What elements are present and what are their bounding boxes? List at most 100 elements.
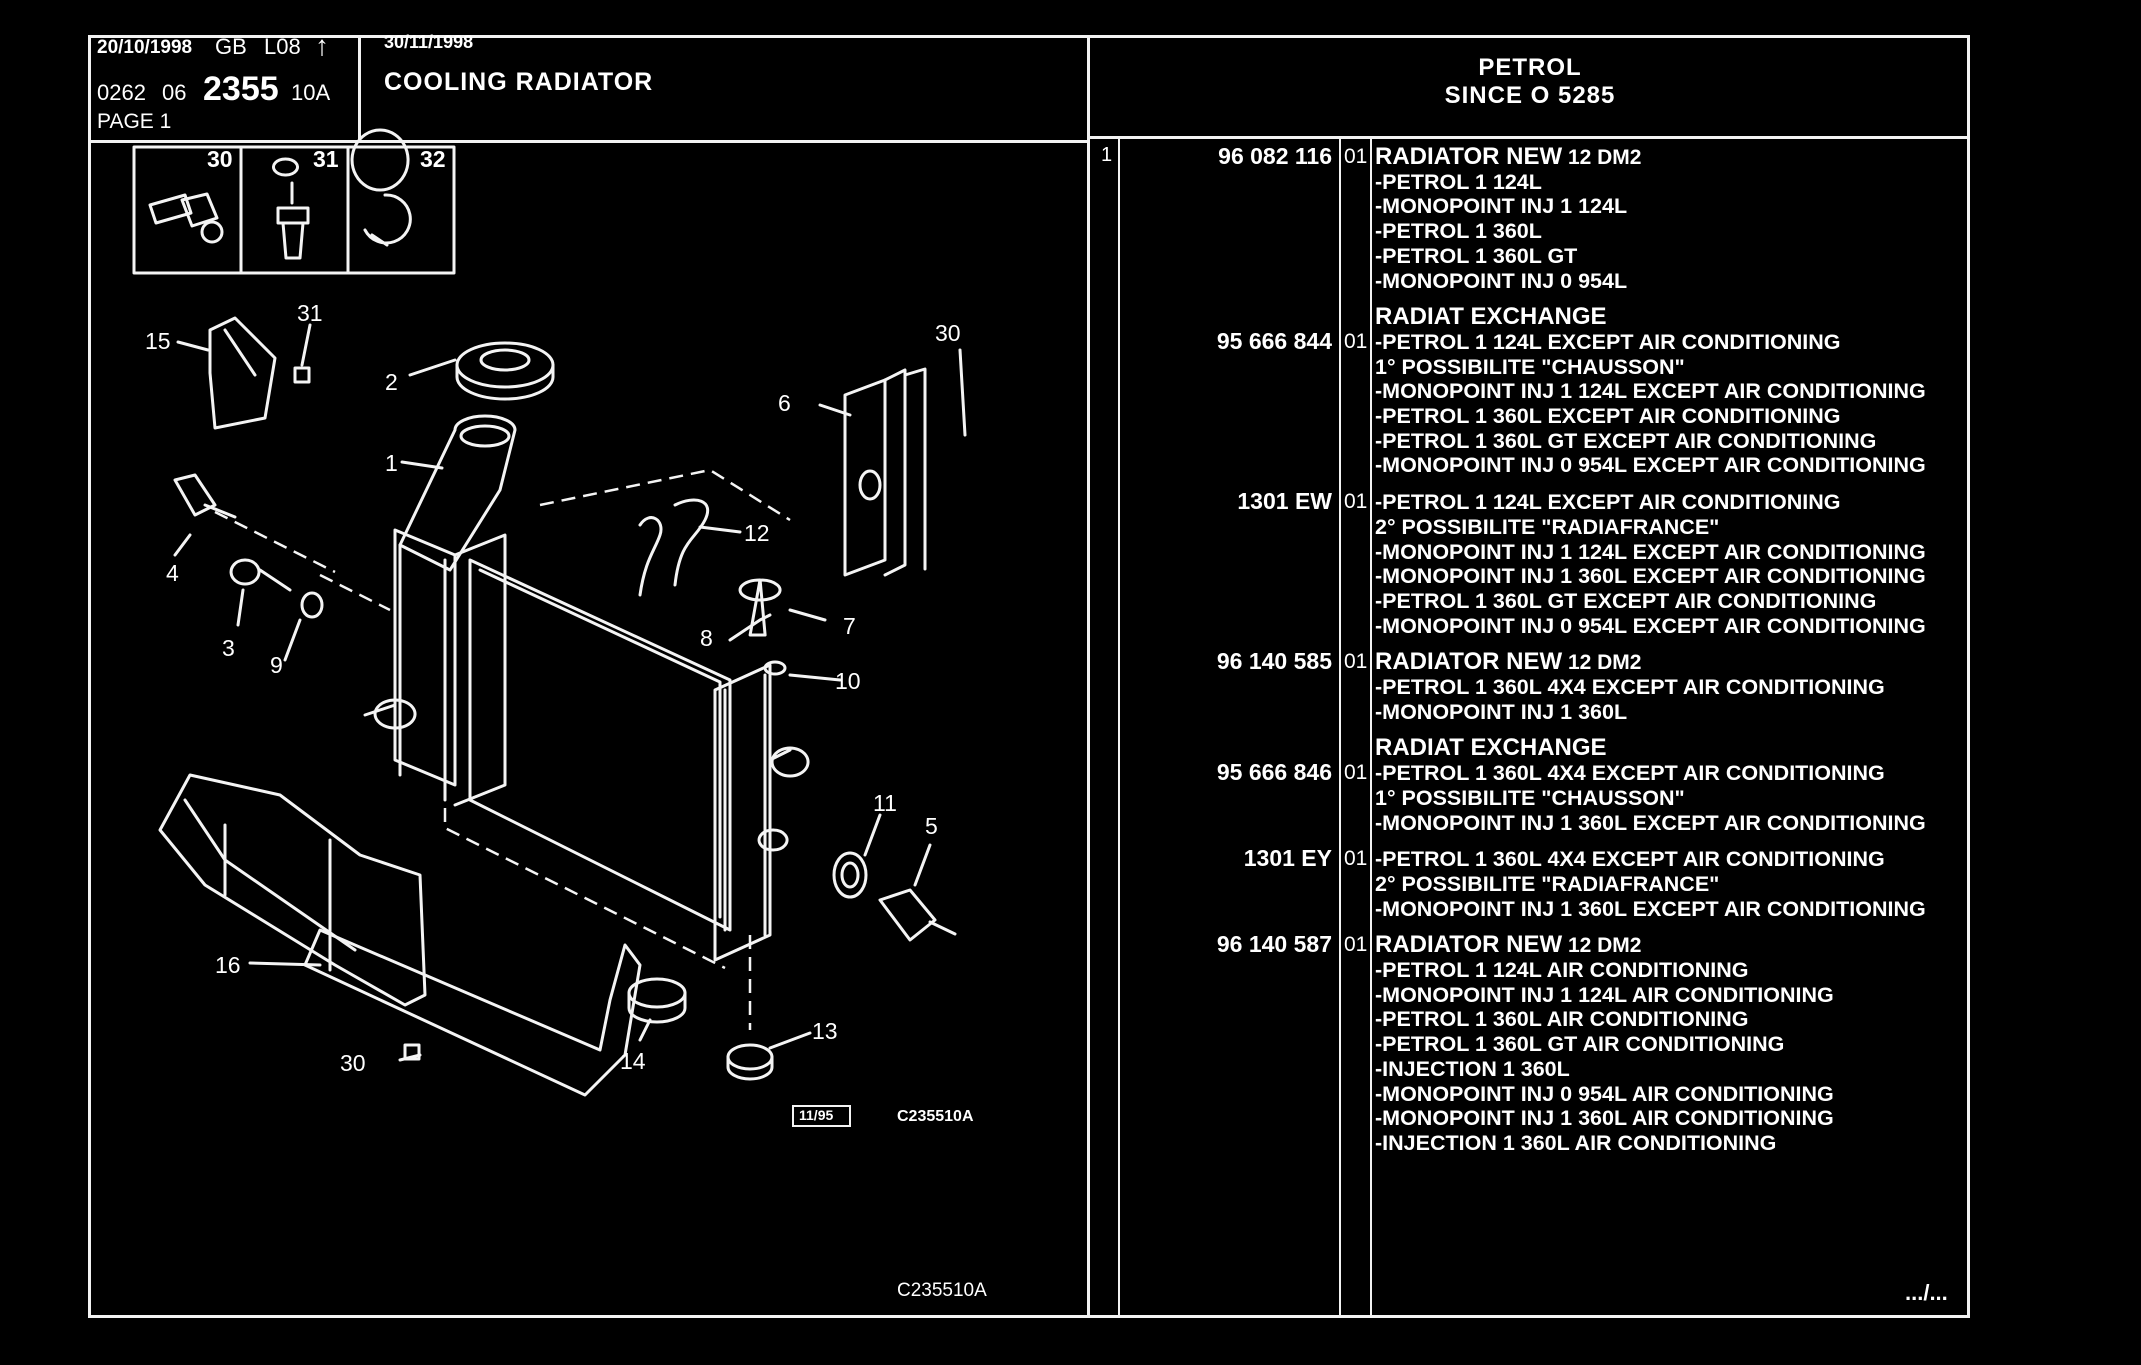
part-application-line: -PETROL 1 124L EXCEPT AIR CONDITIONING bbox=[1375, 490, 1841, 515]
part-heading-label: RADIAT EXCHANGE bbox=[1375, 303, 1607, 331]
callout-4: 4 bbox=[166, 560, 179, 586]
part-application-line: 1° POSSIBILITE "CHAUSSON" bbox=[1375, 785, 1685, 810]
part-application-line: -INJECTION 1 360L bbox=[1375, 1056, 1570, 1081]
part-heading-label: RADIATOR NEW bbox=[1375, 143, 1563, 170]
part-application-line: -MONOPOINT INJ 1 360L EXCEPT AIR CONDITI… bbox=[1375, 564, 1926, 589]
part-number: 96 140 585 bbox=[1216, 648, 1332, 675]
divider-col-desc bbox=[1370, 136, 1372, 1318]
right-title-line2: SINCE O 5285 bbox=[1444, 82, 1616, 109]
header-ref-main: 2355 bbox=[203, 70, 279, 108]
part-suffix: 01 bbox=[1344, 761, 1368, 785]
header-date1: 20/10/1998 bbox=[97, 37, 193, 58]
part-application-line: -PETROL 1 360L GT EXCEPT AIR CONDITIONIN… bbox=[1375, 428, 1877, 453]
part-suffix: 01 bbox=[1344, 847, 1368, 871]
callout-6: 6 bbox=[778, 390, 791, 416]
part-suffix: 01 bbox=[1344, 329, 1368, 353]
page-frame bbox=[88, 35, 1970, 1318]
divider-header-left bbox=[358, 35, 361, 141]
part-application-line: -MONOPOINT INJ 1 360L EXCEPT AIR CONDITI… bbox=[1375, 810, 1926, 835]
header-lang: GB bbox=[215, 34, 247, 59]
part-application-line: -PETROL 1 124L bbox=[1375, 169, 1542, 194]
callout-5: 5 bbox=[925, 813, 938, 839]
part-application-line: -MONOPOINT INJ 1 124L AIR CONDITIONING bbox=[1375, 982, 1834, 1007]
callout-11: 11 bbox=[873, 790, 897, 816]
part-application-line: -PETROL 1 360L 4X4 EXCEPT AIR CONDITIONI… bbox=[1375, 675, 1885, 699]
callout-14: 14 bbox=[620, 1048, 646, 1074]
part-application-line: -PETROL 1 360L GT AIR CONDITIONING bbox=[1375, 1032, 1785, 1057]
part-application-line: -MONOPOINT INJ 1 360L EXCEPT AIR CONDITI… bbox=[1375, 896, 1926, 921]
callout-15: 15 bbox=[145, 328, 171, 354]
part-number: 95 666 844 bbox=[1216, 327, 1332, 354]
part-application-line: -MONOPOINT INJ 1 124L bbox=[1375, 194, 1628, 219]
part-number: 1301 EY bbox=[1243, 845, 1332, 872]
continued-marker: .../... bbox=[1905, 1280, 1948, 1305]
part-application-line: -PETROL 1 360L 4X4 EXCEPT AIR CONDITIONI… bbox=[1375, 761, 1885, 786]
callout-8: 8 bbox=[700, 625, 713, 651]
header-date2: 30/11/1998 bbox=[384, 32, 474, 52]
callout-10: 10 bbox=[835, 668, 861, 694]
part-heading: RADIATOR NEW 12 DM2 bbox=[1375, 931, 1641, 959]
part-application-line: -MONOPOINT INJ 1 124L EXCEPT AIR CONDITI… bbox=[1375, 379, 1926, 404]
inset-label-31: 31 bbox=[313, 146, 339, 172]
callout-16: 16 bbox=[215, 952, 241, 978]
part-heading-label: RADIAT EXCHANGE bbox=[1375, 734, 1607, 762]
part-number: 96 082 116 bbox=[1218, 143, 1332, 169]
inset-label-30: 30 bbox=[207, 146, 233, 172]
callout-30-top: 30 bbox=[935, 320, 961, 346]
part-heading: RADIATOR NEW 12 DM2 bbox=[1375, 648, 1641, 676]
part-suffix: 01 bbox=[1344, 933, 1368, 957]
part-application-line: -MONOPOINT INJ 0 954L EXCEPT AIR CONDITI… bbox=[1375, 453, 1926, 478]
part-number: 1301 EW bbox=[1237, 488, 1332, 515]
callout-1: 1 bbox=[385, 450, 398, 476]
inset-label-32: 32 bbox=[420, 146, 446, 172]
part-application-line: 1° POSSIBILITE "CHAUSSON" bbox=[1375, 354, 1685, 379]
part-application-line: -PETROL 1 360L bbox=[1375, 219, 1542, 244]
part-heading-label: RADIATOR NEW bbox=[1375, 648, 1563, 676]
radiator-diagram bbox=[132, 128, 967, 1127]
part-heading-size: 12 DM2 bbox=[1562, 934, 1642, 958]
callout-9: 9 bbox=[270, 652, 283, 678]
part-heading-size: 12 DM2 bbox=[1562, 146, 1642, 169]
part-heading-label: RADIATOR NEW bbox=[1375, 931, 1563, 959]
part-application-line: -MONOPOINT INJ 0 954L EXCEPT AIR CONDITI… bbox=[1375, 613, 1926, 638]
part-application-line: 2° POSSIBILITE "RADIAFRANCE" bbox=[1375, 871, 1720, 896]
diagram-code-bottom: C235510A bbox=[897, 1280, 987, 1301]
part-application-line: -MONOPOINT INJ 0 954L AIR CONDITIONING bbox=[1375, 1081, 1834, 1106]
right-title-line1: PETROL bbox=[1478, 54, 1582, 81]
header-ref-suffix: 10A bbox=[291, 80, 331, 105]
part-application-line: -PETROL 1 360L GT bbox=[1375, 243, 1578, 268]
divider-col-index bbox=[1118, 136, 1120, 1318]
part-number: 96 140 587 bbox=[1216, 931, 1332, 958]
part-application-line: -PETROL 1 360L EXCEPT AIR CONDITIONING bbox=[1375, 404, 1841, 428]
header-page: PAGE 1 bbox=[97, 110, 172, 133]
divider-header-bottom-left bbox=[88, 140, 1089, 143]
part-application-line: -MONOPOINT INJ 0 954L bbox=[1375, 268, 1628, 293]
part-application-line: -PETROL 1 360L GT EXCEPT AIR CONDITIONIN… bbox=[1375, 588, 1877, 613]
part-suffix: 01 bbox=[1344, 650, 1368, 674]
callout-2: 2 bbox=[385, 369, 398, 395]
part-heading: RADIAT EXCHANGE bbox=[1375, 734, 1607, 762]
part-suffix: 01 bbox=[1344, 490, 1368, 514]
callout-30-bottom: 30 bbox=[340, 1050, 366, 1076]
page-title: COOLING RADIATOR bbox=[384, 68, 654, 96]
part-application-line: -PETROL 1 124L EXCEPT AIR CONDITIONING bbox=[1375, 329, 1841, 354]
part-application-line: -MONOPOINT INJ 1 360L AIR CONDITIONING bbox=[1375, 1106, 1834, 1131]
header-ref-b: 06 bbox=[162, 80, 187, 105]
header-code: L08 bbox=[264, 34, 301, 59]
divider-col-suffix bbox=[1339, 136, 1341, 1318]
diagram-code-near: C235510A bbox=[897, 1108, 974, 1125]
row-index: 1 bbox=[1101, 144, 1113, 166]
part-application-line: -PETROL 1 360L 4X4 EXCEPT AIR CONDITIONI… bbox=[1375, 847, 1885, 872]
part-number: 95 666 846 bbox=[1216, 759, 1332, 786]
callout-7: 7 bbox=[843, 613, 856, 639]
callout-3: 3 bbox=[222, 635, 235, 661]
part-application-line: -PETROL 1 124L AIR CONDITIONING bbox=[1375, 958, 1749, 982]
divider-header-bottom-right bbox=[1087, 136, 1970, 139]
part-heading-size: 12 DM2 bbox=[1562, 651, 1642, 675]
diagram-stamp: 11/95 bbox=[799, 1107, 834, 1123]
part-application-line: -MONOPOINT INJ 1 360L bbox=[1375, 699, 1628, 724]
part-application-line: 2° POSSIBILITE "RADIAFRANCE" bbox=[1375, 514, 1720, 539]
part-application-line: -INJECTION 1 360L AIR CONDITIONING bbox=[1375, 1130, 1777, 1155]
part-suffix: 01 bbox=[1344, 145, 1368, 168]
callout-12: 12 bbox=[744, 520, 770, 546]
